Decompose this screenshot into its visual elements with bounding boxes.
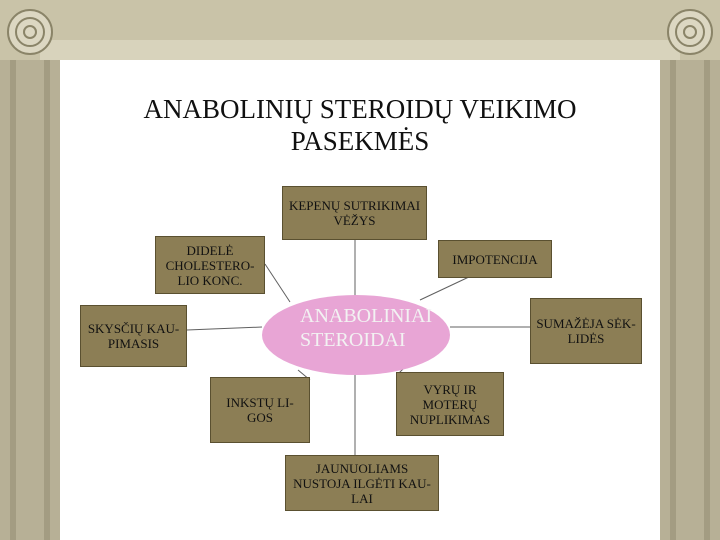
slide-title-line-2: PASEKMĖS: [290, 126, 430, 156]
effect-box-youth: JAUNUOLIAMS NUSTOJA ILGĖTI KAU- LAI: [285, 455, 439, 511]
effect-box-kidney: INKSTŲ LI- GOS: [210, 377, 310, 443]
effect-box-impotence: IMPOTENCIJA: [438, 240, 552, 278]
effect-box-baldness: VYRŲ IR MOTERŲ NUPLIKIMAS: [396, 372, 504, 436]
effect-box-cholesterol: DIDELĖ CHOLESTERO- LIO KONC.: [155, 236, 265, 294]
effect-box-fluid: SKYSČIŲ KAU- PIMASIS: [80, 305, 187, 367]
connector-cholesterol: [264, 263, 291, 303]
effect-box-liver: KEPENŲ SUTRIKIMAI VĖŽYS: [282, 186, 427, 240]
slide-title-line-1: ANABOLINIŲ STEROIDŲ VEIKIMO: [143, 94, 577, 124]
effect-box-sperm: SUMAŽĖJA SĖK- LIDĖS: [530, 298, 642, 364]
connector-fluid: [186, 326, 263, 331]
central-hub-ellipse: [262, 295, 450, 375]
central-hub-label: ANABOLINIAI STEROIDAI: [300, 305, 433, 351]
